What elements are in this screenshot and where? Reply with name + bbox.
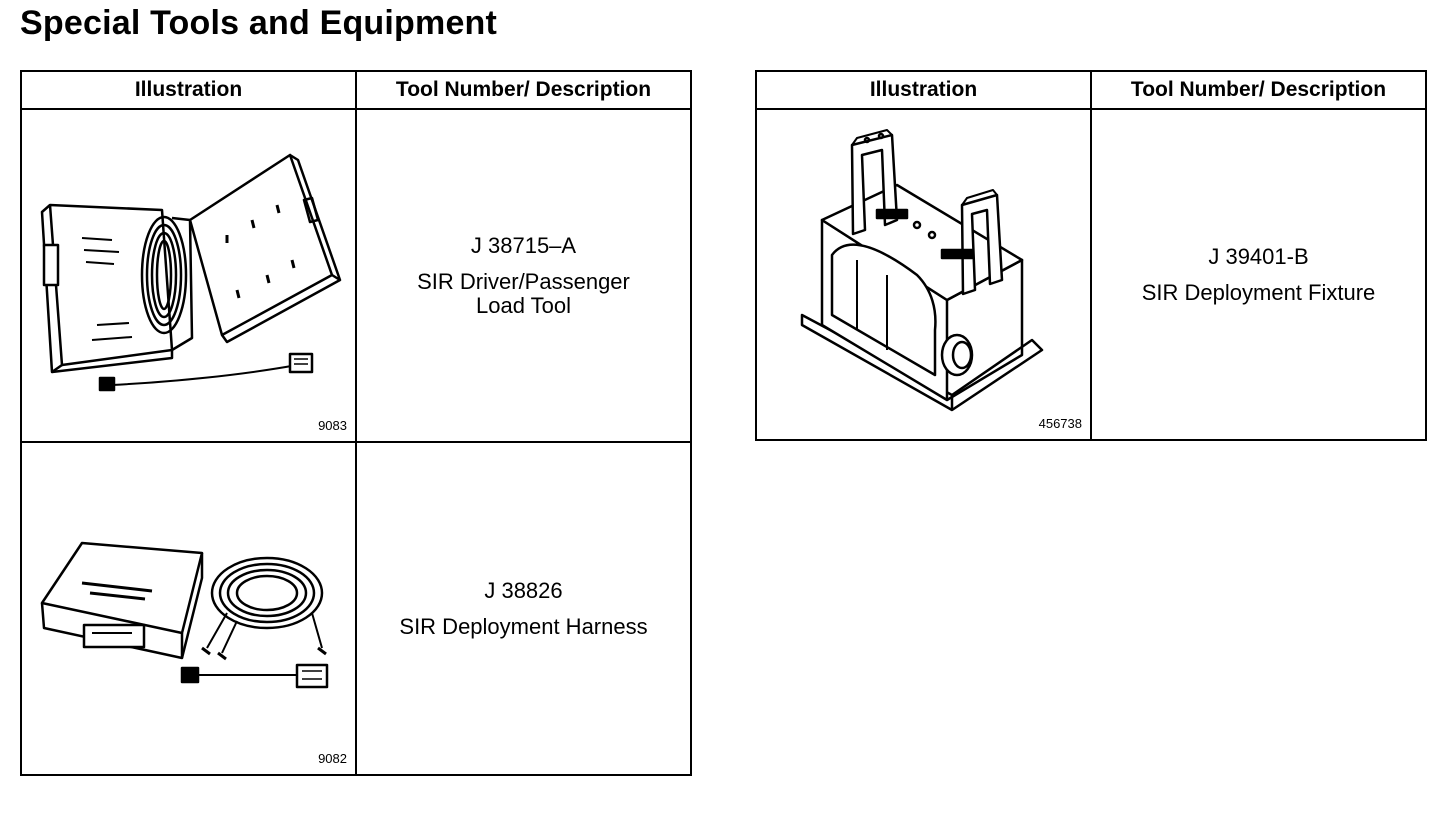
- description-cell: J 38715–A SIR Driver/Passenger Load Tool: [355, 108, 692, 443]
- figure-number: 456738: [1038, 416, 1082, 431]
- tool-description: SIR Deployment Fixture: [1141, 279, 1376, 305]
- tool-number: J 38715–A: [470, 232, 577, 258]
- description-cell: J 38826 SIR Deployment Harness: [355, 441, 692, 776]
- tool-description: SIR Deployment Harness: [399, 613, 648, 639]
- figure-number: 9082: [318, 751, 347, 766]
- header-tool-number-description: Tool Number/ Description: [1090, 70, 1427, 110]
- illustration-cell: 9083: [20, 108, 357, 443]
- deployment-harness-icon: [40, 541, 329, 689]
- table-row: 9082 J 38826 SIR Deployment Harness: [20, 441, 692, 776]
- description-cell: J 39401-B SIR Deployment Fixture: [1090, 108, 1427, 441]
- table-row: 9083 J 38715–A SIR Driver/Passenger Load…: [20, 108, 692, 443]
- tool-number: J 39401-B: [1208, 243, 1309, 269]
- header-illustration: Illustration: [20, 70, 357, 110]
- tools-table-right: Illustration Tool Number/ Description: [755, 70, 1427, 441]
- tools-table-left: Illustration Tool Number/ Description: [20, 70, 692, 776]
- header-tool-number-description: Tool Number/ Description: [355, 70, 692, 110]
- load-tool-case-icon: [40, 153, 342, 392]
- illustration-cell: 9082: [20, 441, 357, 776]
- figure-number: 9083: [318, 418, 347, 433]
- table-row: 456738 J 39401-B SIR Deployment Fixture: [755, 108, 1427, 441]
- deployment-fixture-icon: [800, 129, 1044, 412]
- header-illustration: Illustration: [755, 70, 1092, 110]
- tool-number: J 38826: [484, 577, 563, 603]
- page-title: Special Tools and Equipment: [20, 4, 498, 42]
- illustration-cell: 456738: [755, 108, 1092, 441]
- tool-description: SIR Driver/Passenger Load Tool: [417, 268, 630, 318]
